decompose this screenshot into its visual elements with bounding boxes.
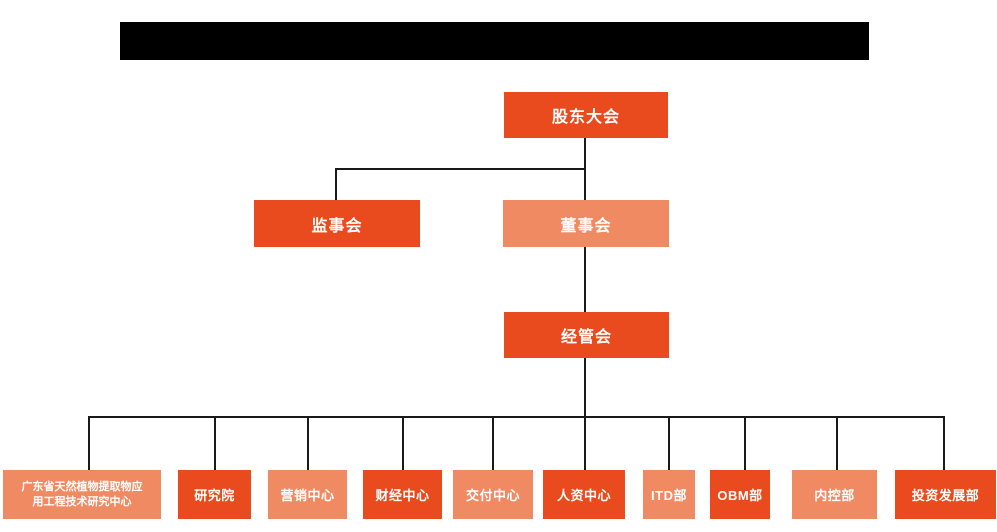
connector-line [335, 168, 586, 170]
org-node-board-of-directors: 董事会 [503, 200, 669, 247]
connector-line [744, 416, 746, 470]
connector-line [584, 358, 586, 418]
connector-line [88, 416, 945, 418]
org-node-hr-center: 人资中心 [543, 470, 625, 519]
connector-line [584, 247, 586, 312]
connector-line [402, 416, 404, 470]
connector-line [492, 416, 494, 470]
org-node-itd-department: ITD部 [643, 470, 695, 519]
connector-line [88, 416, 90, 470]
redacted-title-bar [120, 22, 869, 60]
org-node-management-committee: 经管会 [504, 312, 669, 358]
org-node-supervisory-board: 监事会 [254, 200, 420, 247]
org-node-delivery-center: 交付中心 [453, 470, 533, 519]
org-node-marketing-center: 营销中心 [268, 470, 347, 519]
connector-line [836, 416, 838, 470]
connector-line [307, 416, 309, 470]
connector-line [214, 416, 216, 470]
connector-line [668, 416, 670, 470]
org-node-obm-department: OBM部 [710, 470, 770, 519]
org-node-guangdong-research-center: 广东省天然植物提取物应用工程技术研究中心 [3, 470, 161, 519]
org-node-finance-center: 财经中心 [363, 470, 442, 519]
org-node-investment-development-department: 投资发展部 [895, 470, 996, 519]
connector-line [335, 168, 337, 200]
org-node-research-institute: 研究院 [178, 470, 251, 519]
connector-line [943, 416, 945, 470]
org-node-internal-control-department: 内控部 [792, 470, 877, 519]
org-node-shareholders-meeting: 股东大会 [504, 92, 668, 138]
connector-line [584, 416, 586, 470]
